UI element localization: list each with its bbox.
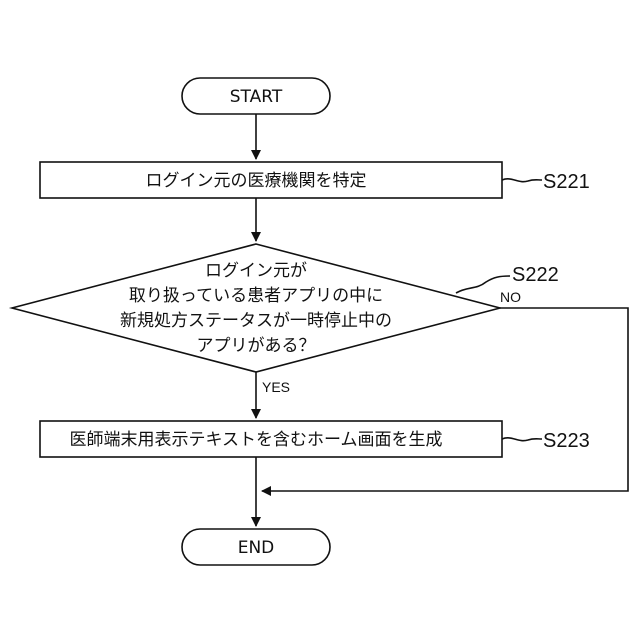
start-label: START	[230, 87, 283, 107]
process-s223-label: 医師端末用表示テキストを含むホーム画面を生成	[70, 430, 443, 450]
step-id-s221: S221	[543, 171, 590, 193]
decision-s222-line-1: ログイン元が	[205, 261, 307, 281]
decision-s222-line-4: アプリがある？	[197, 336, 316, 356]
end-label: END	[238, 538, 275, 558]
leader-s223	[502, 438, 542, 441]
process-s221-label: ログイン元の医療機関を特定	[146, 171, 367, 191]
step-id-s222: S222	[512, 264, 559, 286]
yes-label: YES	[262, 379, 290, 395]
step-id-s223: S223	[543, 430, 590, 452]
decision-s222-line-3: 新規処方ステータスが一時停止中の	[120, 311, 392, 331]
leader-s221	[502, 179, 542, 182]
decision-s222-line-2: 取り扱っている患者アプリの中に	[129, 286, 383, 306]
no-label: NO	[500, 289, 521, 305]
